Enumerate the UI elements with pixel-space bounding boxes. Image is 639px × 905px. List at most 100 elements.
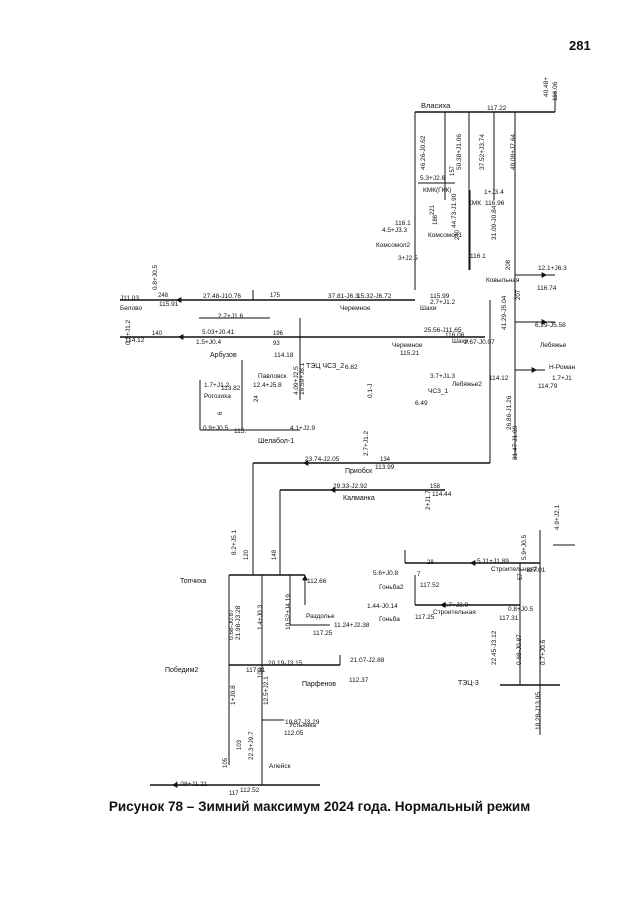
flow-value: 11.24+J2.38	[334, 622, 370, 629]
flow-value: 31.09-J0.84	[491, 205, 498, 240]
node-label-tec_chs2: ТЭЦ ЧСЗ_2	[306, 363, 344, 370]
node-label-shakhi1: Шахи	[420, 305, 437, 312]
flow-value: 26.86-J1.26	[506, 395, 513, 430]
flow-value: 22.3+J9.7	[248, 731, 255, 760]
node-label-shelabol: Шелабол-1	[258, 437, 294, 445]
flow-value: 2.67-J0.07	[464, 339, 495, 346]
flow-value: 6.29-J5.58	[535, 322, 566, 329]
line-number: 117	[229, 791, 239, 797]
line-number: 6	[218, 411, 224, 415]
flow-value: 1.44-J0.14	[367, 603, 398, 610]
bus-voltage: 116.1	[470, 253, 486, 260]
flow-value: 1.4+J0.3	[257, 604, 264, 630]
line-number: 93	[273, 341, 280, 347]
node-label-belovo: Белово	[120, 305, 143, 312]
flow-value: 0.8+J0.5	[508, 606, 534, 613]
bus-voltage: 117.52	[420, 582, 440, 589]
node-label-stroitelnaya: Строительная	[433, 609, 476, 616]
flow-value: 0.68-J0.87	[228, 609, 235, 640]
node-label-priobsk: Приобск	[345, 467, 373, 475]
node-label-kalmanka: Калманка	[343, 495, 375, 502]
flow-value: 21.07-J2.88	[350, 657, 385, 664]
flow-value: 8.2+J5.1	[231, 529, 238, 555]
flow-value: 1.08+J1.21	[175, 781, 208, 788]
flow-value: 31.47-J1.09	[512, 425, 519, 460]
flow-value: 2.7+J1.2	[363, 430, 370, 456]
bus-voltage: 112.66	[307, 578, 327, 585]
flow-value: 6.82	[345, 364, 358, 371]
line-number: 186	[433, 214, 439, 225]
line-number: 221	[430, 204, 436, 215]
bus-voltage: 113.82	[221, 385, 241, 392]
flow-arrow	[172, 782, 178, 788]
bus-voltage: 112.37	[349, 677, 369, 684]
figure-caption: Рисунок 78 – Зимний максимум 2024 года. …	[108, 799, 531, 814]
flow-value: 2+J1.7	[425, 490, 432, 510]
page-number: 281	[569, 38, 591, 53]
bus-voltage: 112.52	[240, 787, 260, 794]
line-number: 120	[244, 549, 250, 560]
node-label-chs3_1: ЧСЗ_1	[428, 388, 448, 395]
node-label-pavlovsk: Павловск	[258, 373, 287, 380]
line-number: 207	[516, 289, 522, 300]
flow-value: 49.09+J7.64	[510, 134, 517, 170]
line-number: 100	[258, 667, 264, 678]
line-number: 57	[518, 573, 524, 580]
flow-arrow	[440, 602, 446, 608]
line-number: 105	[223, 757, 229, 768]
node-label-ustyanka: Устьянка	[289, 722, 316, 729]
flow-value: 16.59+J8.1	[299, 362, 306, 395]
flow-arrow	[178, 334, 184, 340]
node-label-kmk: КМК(ГКК)	[423, 187, 451, 194]
line-number: 196	[273, 331, 284, 337]
node-label-cheremnoe1: Черемное	[340, 305, 371, 312]
flow-value: 2.7+J1.6	[218, 313, 244, 320]
line-number: 28	[427, 560, 434, 566]
flow-value: 5.6+J0.8	[373, 570, 399, 577]
line-number: 248	[158, 293, 169, 299]
node-label-parfenov: Парфенов	[302, 681, 336, 688]
flow-value: J11.03	[120, 295, 139, 302]
line-number: 24	[254, 395, 260, 402]
node-label-tec3: ТЭЦ-3	[458, 680, 479, 687]
node-label-aleysk: Алейск	[269, 762, 291, 770]
node-label-razdolnoe: Раздолье	[306, 613, 335, 620]
flow-value: 41.29-J5.04	[501, 295, 508, 330]
flow-value: 19.87-J3.29	[285, 719, 320, 726]
node-label-cheremnoe2: Черемное	[392, 342, 423, 349]
bus-voltage: 117.25	[415, 614, 435, 621]
flow-value: 4.1+J2.9	[290, 425, 316, 432]
flow-value: 1+J3.4	[484, 189, 504, 196]
flow-value: 4.9+J2.1	[554, 504, 561, 530]
flow-value: 37.52+J3.74	[479, 134, 486, 170]
bus-voltage: 117.25	[313, 630, 333, 637]
flow-value: 1.5+J0.4	[196, 339, 222, 346]
flow-value: 5.9+J0.5	[521, 534, 528, 560]
node-label-lebyazhe2: Лебяжье2	[452, 380, 482, 388]
flow-value: 8.7+J3.9	[443, 602, 469, 609]
node-label-lebyazhe1: Лебяжье	[540, 341, 567, 349]
flow-value: 40.48+	[543, 77, 550, 97]
bus-voltage: 117.31	[246, 667, 266, 674]
node-label-gonba2: Гоньба2	[379, 583, 404, 591]
bus-voltage: 6.49	[415, 400, 428, 407]
flow-value: 1.7+J1	[552, 375, 572, 382]
node-label-vlasikha: Власиха	[421, 101, 451, 110]
flow-value: 10.52+J4.19	[285, 594, 292, 630]
flow-value: 0.1-J	[367, 384, 374, 398]
bus-voltage: 116.1	[395, 220, 411, 227]
line-number: 148	[272, 549, 278, 560]
flow-value: 0.68-J0.87	[516, 634, 523, 665]
bus-voltage: 113.99	[375, 464, 395, 471]
flow-value: 22.45-J3.12	[491, 630, 498, 665]
bus-voltage: 112.05	[284, 730, 304, 737]
flow-arrow	[470, 560, 476, 566]
bus-voltage: 114.12	[489, 375, 509, 382]
node-label-kovylnaya: Ковыльная	[486, 277, 520, 284]
flow-value: 5.11+J1.89	[477, 558, 509, 565]
flow-value: 18.28-J13.95	[535, 692, 542, 730]
flow-value: 25.56-J11.65	[424, 327, 462, 334]
flow-value: 5.3+J2.6	[420, 175, 446, 182]
flow-arrow	[541, 319, 547, 325]
node-label-rogozikha: Рогозиха	[204, 393, 231, 400]
